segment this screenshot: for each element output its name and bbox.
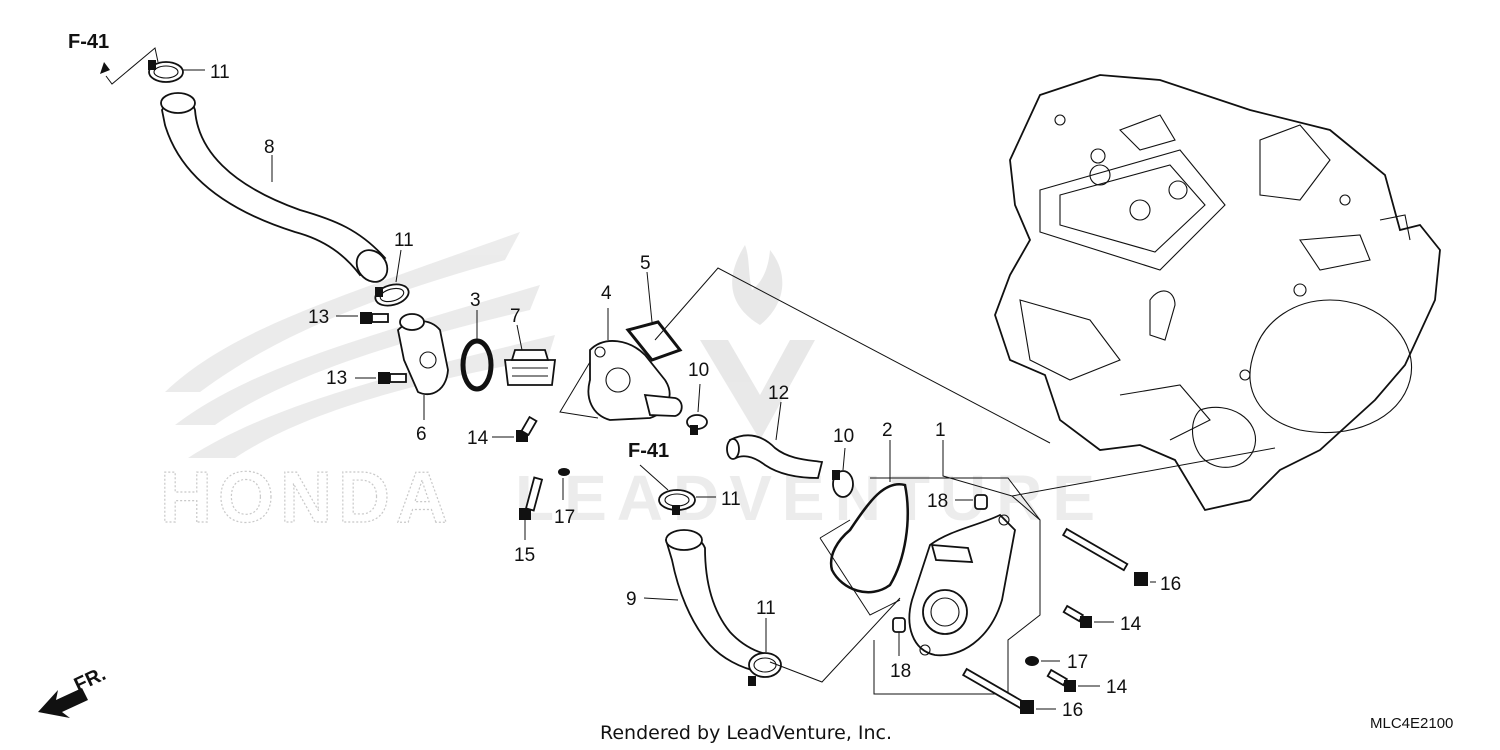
bolt-15 — [519, 476, 544, 520]
callout-11-c: 11 — [721, 489, 741, 510]
callout-14-c: 14 — [1106, 677, 1128, 698]
bolt-16-lower — [961, 667, 1034, 714]
callout-14-a: 14 — [467, 428, 489, 449]
dowel-18-upper — [974, 494, 988, 510]
clamp-11-top — [148, 60, 184, 83]
hose-8 — [160, 92, 389, 283]
bolt-16-upper — [1061, 527, 1148, 586]
callout-17-b: 17 — [1067, 652, 1088, 673]
o-ring-3 — [460, 338, 494, 392]
callout-16-b: 16 — [1062, 700, 1083, 721]
water-pump-1 — [908, 513, 1016, 657]
thermostat-7 — [503, 349, 557, 386]
bolt-14-right-upper — [1062, 604, 1092, 628]
gasket-2 — [829, 482, 909, 594]
callout-11-a: 11 — [210, 62, 230, 83]
front-direction-arrow — [38, 688, 88, 718]
clamp-10-lower — [832, 470, 854, 498]
clamp-11-mid — [374, 283, 410, 307]
callout-17-a: 17 — [554, 507, 575, 528]
callout-13-b: 13 — [326, 368, 347, 389]
washer-17-left — [558, 468, 570, 476]
hose-12 — [726, 434, 824, 479]
thermostat-cover-6 — [397, 313, 449, 396]
footer-credit: Rendered by LeadVenture, Inc. — [600, 722, 892, 744]
callout-15: 15 — [514, 545, 535, 566]
callout-11-b: 11 — [394, 230, 414, 251]
callout-6: 6 — [416, 424, 427, 445]
callout-14-b: 14 — [1120, 614, 1142, 635]
clamp-11-mid-lower — [658, 489, 696, 515]
hose-9 — [664, 529, 772, 674]
callout-16-a: 16 — [1160, 574, 1181, 595]
leadventure-logo-watermark — [700, 245, 815, 440]
callout-2: 2 — [882, 420, 893, 441]
dowel-18-lower — [892, 617, 906, 633]
honda-watermark-text: HONDA — [160, 458, 454, 538]
callout-4: 4 — [601, 283, 612, 304]
callout-3: 3 — [470, 290, 481, 311]
clamp-10-upper — [686, 414, 708, 435]
callout-18-a: 18 — [927, 491, 948, 512]
callout-13-a: 13 — [308, 307, 329, 328]
callout-1: 1 — [935, 420, 946, 441]
callout-10-b: 10 — [833, 426, 854, 447]
callout-5: 5 — [640, 253, 651, 274]
thermostat-housing-4 — [587, 340, 683, 421]
callout-11-d: 11 — [756, 598, 776, 619]
engine-illustration — [994, 74, 1441, 512]
callout-7: 7 — [510, 306, 521, 327]
bolt-13-upper — [360, 312, 389, 324]
clamp-11-bottom — [748, 652, 782, 686]
callout-18-b: 18 — [890, 661, 911, 682]
bolt-14-right-lower — [1046, 668, 1076, 692]
diagram-code: MLC4E2100 — [1370, 715, 1453, 732]
bolt-13-lower — [378, 372, 407, 384]
callout-8: 8 — [264, 137, 275, 158]
callout-10-a: 10 — [688, 360, 709, 381]
callout-9: 9 — [626, 589, 637, 610]
callout-12: 12 — [768, 383, 789, 404]
f41-reference-top[interactable]: F-41 — [68, 31, 109, 53]
f41-top-arrow — [105, 47, 159, 85]
gasket-5 — [625, 320, 683, 362]
bolt-14-left — [516, 415, 538, 442]
f41-reference-mid[interactable]: F-41 — [628, 440, 669, 462]
washer-17-right — [1025, 656, 1039, 666]
